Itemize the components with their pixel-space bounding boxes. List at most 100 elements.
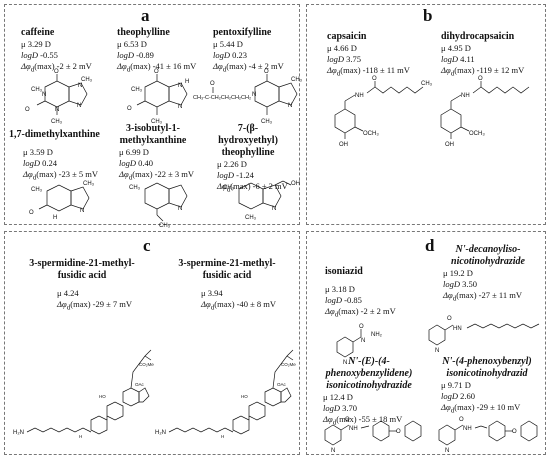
svg-text:O: O [447, 316, 452, 322]
panel-c-label: c [143, 236, 151, 255]
spermidine-fusidic-structure: H₂N CO₂Me OAc HO H [13, 349, 154, 439]
dipole-value: 4.24 [63, 288, 79, 298]
svg-text:HO: HO [99, 394, 106, 399]
svg-text:N: N [77, 103, 81, 109]
svg-text:N: N [178, 206, 182, 212]
svg-text:NH: NH [349, 426, 358, 432]
dipole-value: 3.18 D [331, 284, 355, 294]
logd-value: 0.23 [232, 50, 247, 60]
panel-a: a caffeine μ 3.29 D logD -0.55 Δφd(max) … [4, 4, 303, 229]
svg-text:O: O [478, 76, 483, 82]
compound-spermine-fusidic: 3-spermine-21-methyl-fusidic acid μ 3.94… [171, 258, 283, 314]
potential-value: -4 ± 2 mV [248, 61, 284, 71]
dipole-value: 2.26 D [223, 159, 247, 169]
pentoxifylline-structure: CH₃-C-CH₂CH₂CH₂CH₂ O O CH₃ CH₃ NN [193, 69, 303, 125]
compound-name: theophylline [117, 27, 170, 38]
compound-name: 3-isobutyl-1-methylxanthine [119, 123, 187, 146]
potential-value: -6 ± 2 mV [252, 181, 288, 191]
compound-name: N'-decanoyliso-nicotinohydrazide [451, 244, 525, 267]
compound-name: 7-(β-hydroxyethyl) theophylline [218, 123, 278, 158]
svg-text:CH₃: CH₃ [261, 119, 273, 125]
svg-text:OAc: OAc [135, 382, 145, 387]
compound-name: capsaicin [327, 31, 367, 42]
logd-value: -1.24 [236, 170, 254, 180]
dipole-value: 19.2 D [449, 268, 473, 278]
compound-name: dihydrocapsaicin [441, 31, 515, 42]
svg-text:H₂N: H₂N [13, 430, 24, 436]
logd-value: 3.75 [346, 54, 361, 64]
svg-text:HN: HN [453, 326, 462, 332]
svg-text:N: N [331, 448, 335, 454]
compound-phenoxybenzyl: N'-(4-phenoxybenzyl) isonicotinohydrazid… [433, 356, 541, 417]
svg-text:N: N [42, 92, 46, 98]
compound-phenoxybenzylidene: N'-(E)-(4-phenoxybenzylidene) isonicotin… [309, 356, 429, 429]
svg-text:H: H [221, 434, 224, 439]
compound-hydroxyethyl-theophylline: 7-(β-hydroxyethyl) theophylline μ 2.26 D… [209, 123, 288, 196]
svg-text:OH: OH [291, 181, 300, 187]
svg-text:H: H [79, 434, 82, 439]
compound-isoniazid: isoniazid μ 3.18 D logD -0.85 Δφd(max) -… [325, 266, 396, 319]
svg-text:N: N [178, 83, 182, 89]
potential-value: -2 ± 2 mV [360, 306, 396, 316]
svg-text:N: N [178, 104, 182, 110]
svg-text:N: N [252, 92, 256, 98]
svg-text:CH₃: CH₃ [81, 77, 93, 83]
svg-text:CH₃: CH₃ [421, 81, 433, 87]
dipole-value: 6.99 D [125, 147, 149, 157]
svg-text:CH₃: CH₃ [159, 223, 171, 229]
svg-text:CH₃: CH₃ [83, 181, 95, 187]
compound-name: N'-(E)-(4-phenoxybenzylidene) isonicotin… [325, 356, 413, 391]
svg-text:CH₃: CH₃ [129, 185, 141, 191]
svg-text:N: N [288, 103, 292, 109]
svg-text:O: O [264, 69, 269, 75]
potential-value: -41 ± 16 mV [152, 61, 197, 71]
ibmx-structure: CH₃ CH₃ N [129, 182, 188, 229]
dipole-value: 3.29 D [27, 39, 51, 49]
potential-value: -23 ± 5 mV [58, 169, 99, 179]
logd-value: 0.40 [138, 158, 153, 168]
svg-text:NH: NH [355, 93, 364, 99]
panel-b-label: b [423, 6, 433, 25]
svg-text:NH: NH [463, 426, 472, 432]
panel-b: b capsaicin μ 4.66 D logD 3.75 Δφd(max) … [306, 4, 546, 225]
panel-a-label: a [141, 6, 150, 25]
svg-text:NH₂: NH₂ [371, 332, 383, 338]
potential-value: -29 ± 10 mV [476, 402, 521, 412]
svg-text:H₂N: H₂N [155, 430, 166, 436]
svg-text:CH₃: CH₃ [291, 77, 303, 83]
compound-dihydrocapsaicin: dihydrocapsaicin μ 4.95 D logD 4.11 Δφd(… [441, 31, 525, 78]
svg-text:OAc: OAc [277, 382, 287, 387]
compound-name: N'-(4-phenoxybenzyl) isonicotinohydrazid [442, 356, 532, 379]
potential-value: -118 ± 11 mV [362, 65, 410, 75]
svg-text:H: H [53, 215, 57, 221]
svg-text:O: O [154, 69, 159, 75]
svg-text:N: N [361, 338, 365, 344]
svg-text:NH: NH [461, 93, 470, 99]
compound-pentoxifylline: pentoxifylline μ 5.44 D logD 0.23 Δφd(ma… [213, 27, 284, 74]
dipole-value: 3.59 D [29, 147, 53, 157]
svg-text:OH: OH [445, 142, 454, 148]
svg-text:CH₃: CH₃ [131, 87, 143, 93]
svg-text:O: O [25, 107, 30, 113]
svg-text:N: N [435, 348, 439, 354]
compound-theophylline: theophylline μ 6.53 D logD -0.89 Δφd(max… [117, 27, 197, 74]
svg-text:CH₃: CH₃ [151, 119, 163, 125]
compound-spermidine-fusidic: 3-spermidine-21-methyl-fusidic acid μ 4.… [19, 258, 145, 314]
compound-name: pentoxifylline [213, 27, 272, 38]
svg-text:O: O [512, 429, 517, 435]
logd-value: 4.11 [460, 54, 475, 64]
logd-value: 3.70 [342, 403, 357, 413]
svg-text:O: O [127, 106, 132, 112]
compound-decanoyl-isonicotinohydrazide: N'-decanoyliso-nicotinohydrazide μ 19.2 … [443, 244, 533, 305]
spermine-fusidic-structure: H₂N CO₂Me OAc HO H [155, 349, 296, 439]
compound-name: isoniazid [325, 266, 363, 277]
svg-text:CH₃: CH₃ [31, 187, 43, 193]
phenoxybenzylidene-structure: N O NH O [324, 417, 422, 454]
dipole-value: 4.66 D [333, 43, 357, 53]
svg-text:CO₂Me: CO₂Me [281, 362, 296, 367]
svg-text:N: N [78, 83, 82, 89]
